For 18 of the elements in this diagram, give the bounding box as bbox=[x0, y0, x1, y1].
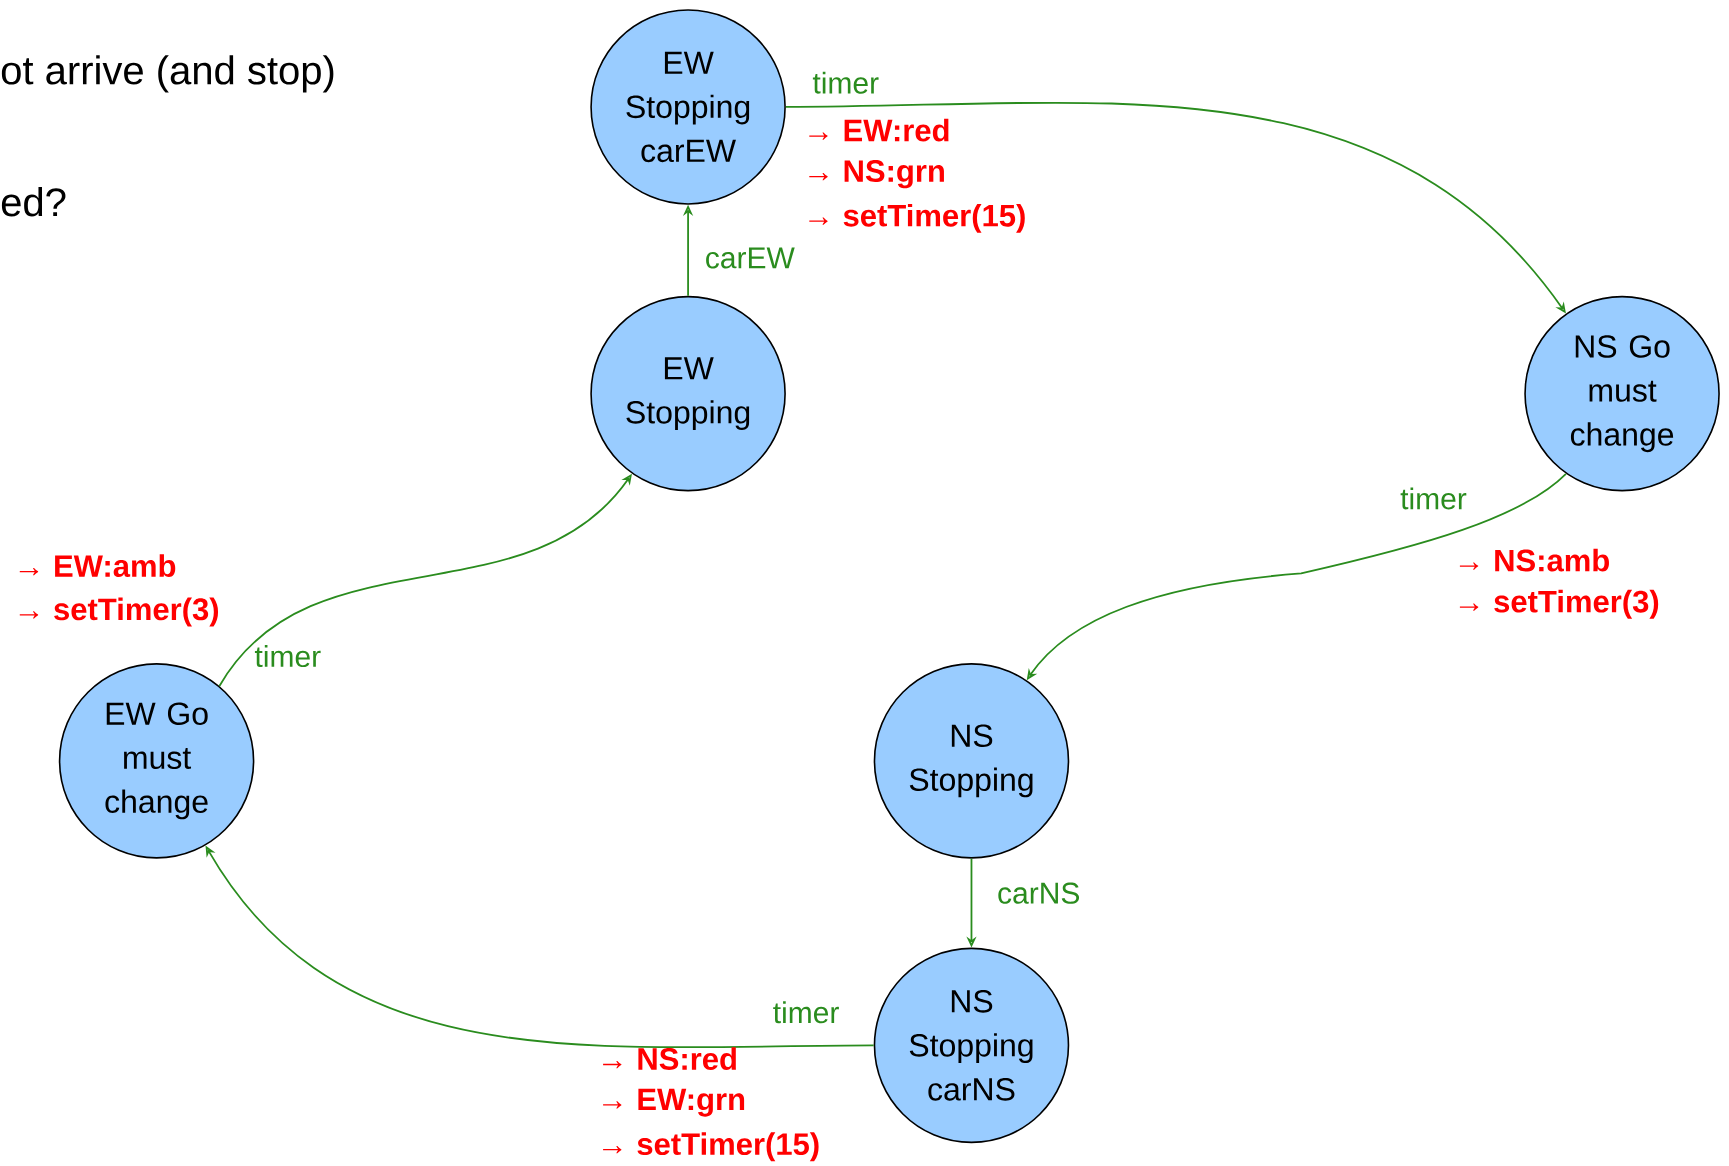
note-text: ot arrive (and stop) bbox=[1, 55, 334, 93]
edge-label: timer bbox=[773, 1001, 839, 1024]
edge-label: carNS bbox=[998, 882, 1079, 905]
action-text: → EW:amb bbox=[19, 554, 176, 578]
action-text: → setTimer(3) bbox=[1459, 590, 1659, 619]
edge-label: carEW bbox=[706, 247, 795, 269]
action-text: → NS:amb bbox=[1459, 549, 1609, 572]
edge-label: timer bbox=[254, 645, 321, 668]
edge-label: timer bbox=[1400, 487, 1467, 510]
action-text: → setTimer(3) bbox=[19, 597, 219, 627]
action-text: → setTimer(15) bbox=[603, 1132, 819, 1162]
action-text: → EW:grn bbox=[603, 1089, 745, 1117]
action-text: → EW:red bbox=[809, 118, 949, 142]
arrow bbox=[218, 474, 632, 688]
edge-label: timer bbox=[812, 71, 879, 94]
action-text: → NS:red bbox=[603, 1047, 736, 1071]
note-text: ed? bbox=[1, 187, 66, 217]
action-text: → setTimer(15) bbox=[809, 204, 1025, 233]
